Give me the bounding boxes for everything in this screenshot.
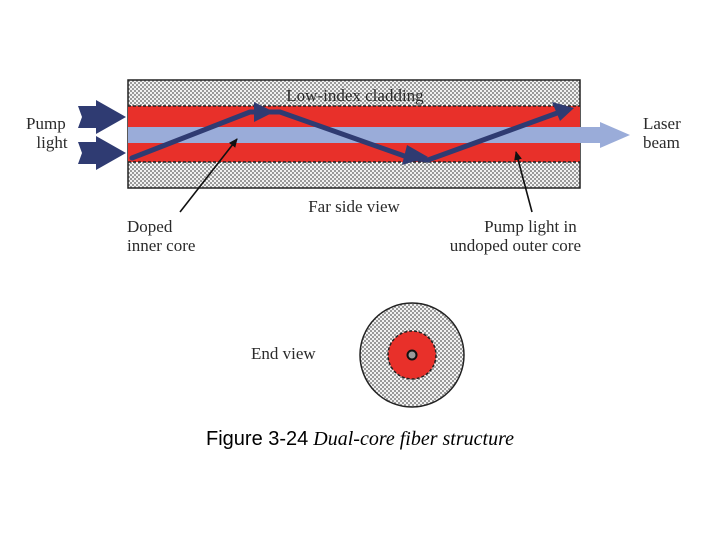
laser-beam-arrow xyxy=(580,122,630,148)
inner-core-side xyxy=(128,127,580,143)
label-far-side-view: Far side view xyxy=(308,197,400,216)
caption-number: Figure 3-24 xyxy=(206,428,309,450)
pump-input-arrows xyxy=(78,100,126,170)
label-laser-beam: Laser beam xyxy=(643,114,685,152)
pointer-doped-core xyxy=(179,138,238,213)
label-doped-line1: Doped xyxy=(127,217,173,236)
label-pump-light-outer-core: Pump light in undoped outer core xyxy=(450,217,581,255)
label-outer-core-line1: Pump light in xyxy=(484,217,577,236)
figure-caption: Figure 3-24 Dual-core fiber structure xyxy=(0,428,720,451)
pump-ray-arrowheads xyxy=(254,102,574,165)
end-view-inner-core xyxy=(406,349,418,361)
label-laser-beam-line2: beam xyxy=(643,133,680,152)
pump-arrow-lower xyxy=(78,136,126,170)
pointer-lines xyxy=(179,138,533,213)
label-outer-core-line2: undoped outer core xyxy=(450,236,581,255)
label-pump-light-line2: light xyxy=(36,133,67,152)
label-doped-inner-core: Doped inner core xyxy=(127,217,195,255)
label-end-view: End view xyxy=(251,344,316,363)
pump-arrow-upper xyxy=(78,100,126,134)
label-cladding: Low-index cladding xyxy=(286,86,424,105)
pump-ray-path xyxy=(129,109,563,163)
label-pump-light: Pump light xyxy=(26,114,70,152)
label-doped-line2: inner core xyxy=(127,236,195,255)
pointer-outer-core xyxy=(514,151,533,213)
fiber-end-view xyxy=(359,302,465,408)
caption-title: Dual-core fiber structure xyxy=(313,428,514,450)
label-pump-light-line1: Pump xyxy=(26,114,66,133)
pump-rays xyxy=(129,109,563,163)
label-laser-beam-line1: Laser xyxy=(643,114,681,133)
